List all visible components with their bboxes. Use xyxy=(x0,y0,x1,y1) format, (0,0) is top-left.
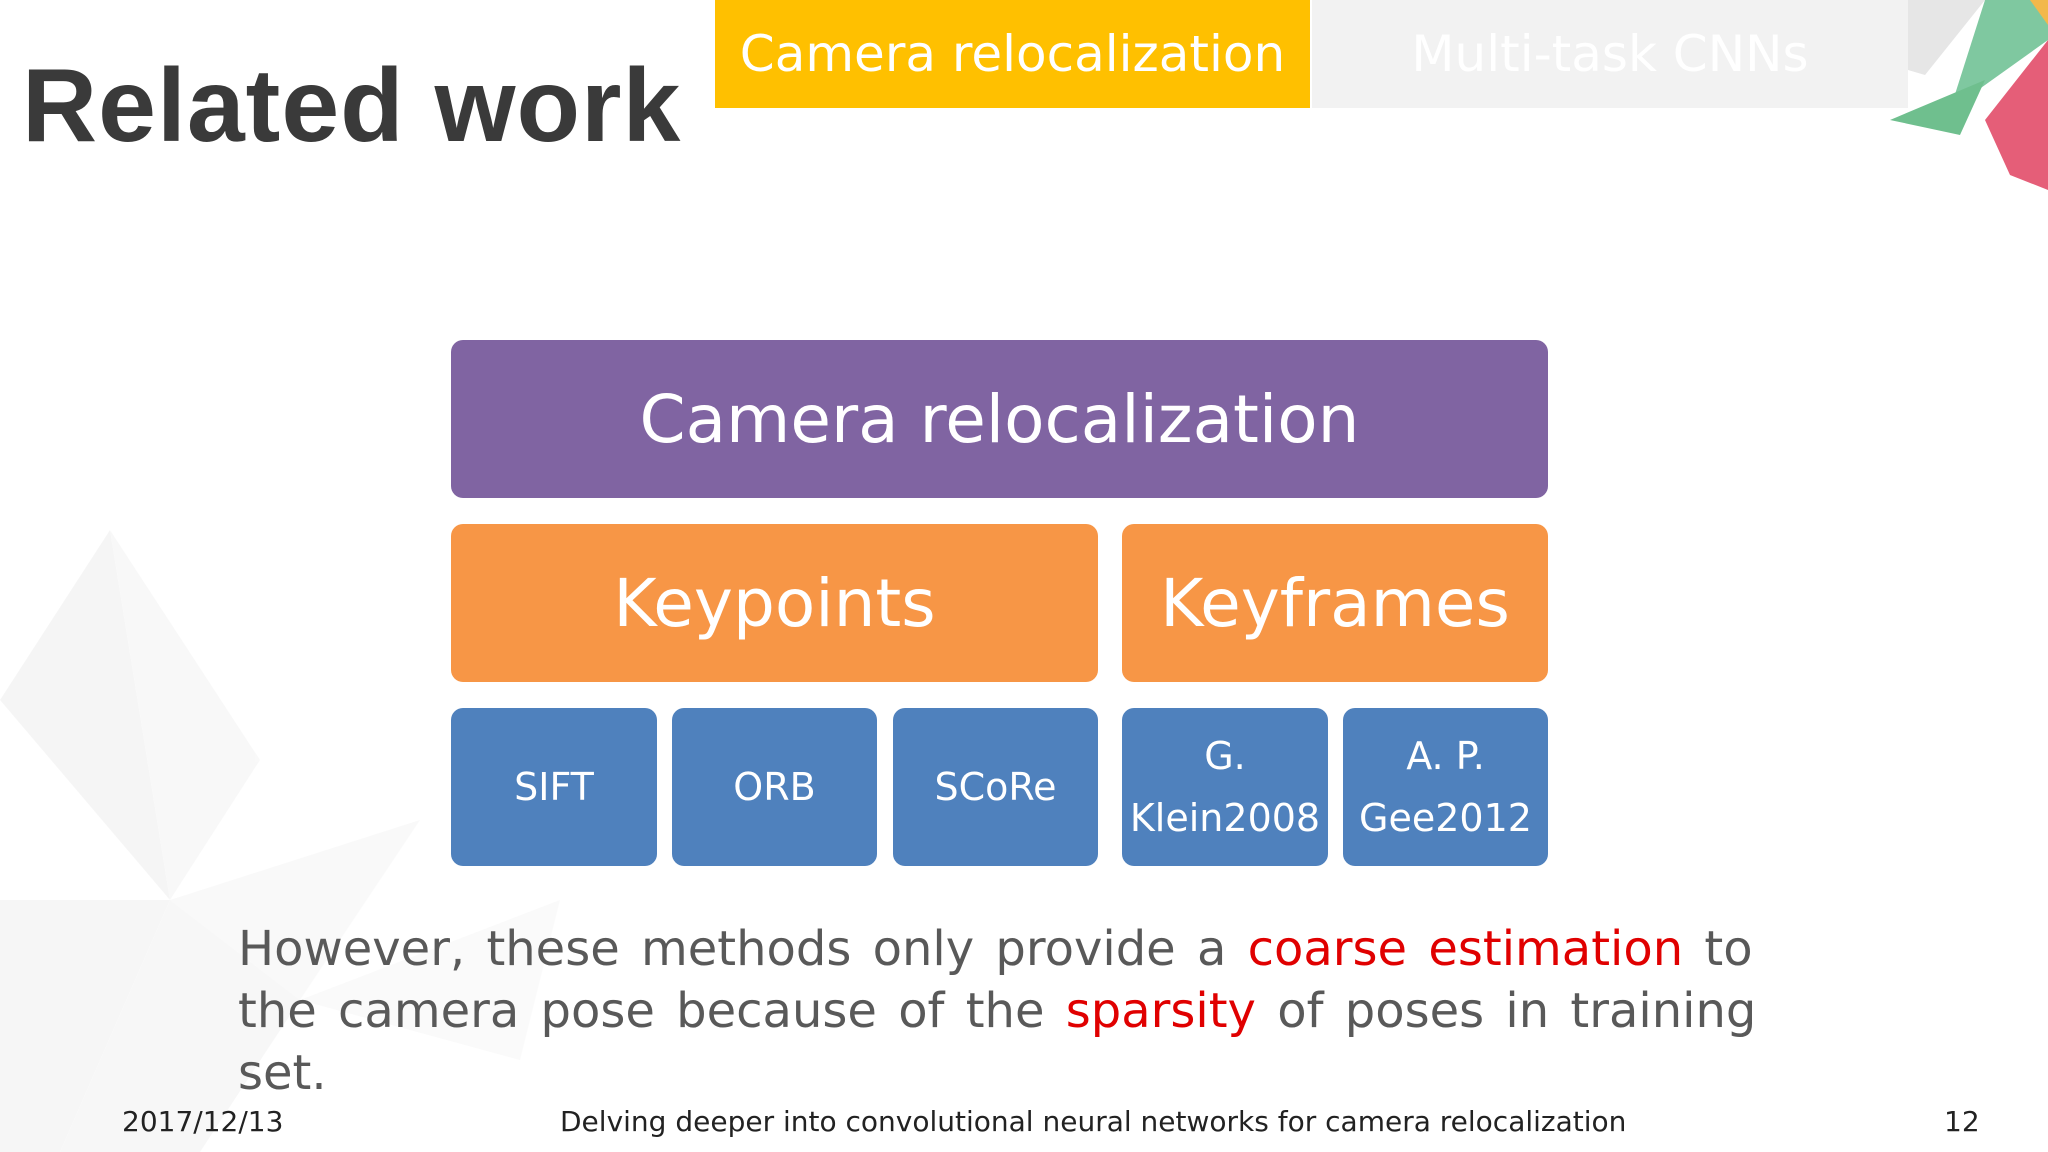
diagram-root-box: Camera relocalization xyxy=(451,340,1548,498)
method-label: ORB xyxy=(733,765,816,809)
method-box-klein2008: G. Klein2008 xyxy=(1122,708,1328,866)
method-label-line1: G. xyxy=(1204,734,1246,778)
footer-date: 2017/12/13 xyxy=(122,1105,284,1138)
footer-paper-title: Delving deeper into convolutional neural… xyxy=(560,1105,1627,1138)
method-label: SCoRe xyxy=(934,765,1057,809)
caption-highlight-sparsity: sparsity xyxy=(1065,983,1256,1039)
diagram-category-keyframes: Keyframes xyxy=(1122,524,1548,682)
method-label-line2: Klein2008 xyxy=(1129,796,1321,840)
method-label: SIFT xyxy=(514,765,594,809)
tab-multi-task-cnns[interactable]: Multi-task CNNs xyxy=(1312,0,1908,108)
caption-text-3: of poses in training set. xyxy=(238,983,1757,1101)
diagram-category-keypoints: Keypoints xyxy=(451,524,1098,682)
watermark-star-shape xyxy=(0,530,560,1152)
method-box-sift: SIFT xyxy=(451,708,657,866)
tab-camera-relocalization[interactable]: Camera relocalization xyxy=(715,0,1310,108)
slide-caption: However, these methods only provide a co… xyxy=(238,918,1798,1104)
category-label-keypoints: Keypoints xyxy=(613,564,936,642)
method-label-line1: A. P. xyxy=(1406,734,1485,778)
method-box-orb: ORB xyxy=(672,708,877,866)
corner-logo-shape xyxy=(1890,0,2048,190)
diagram-root-label: Camera relocalization xyxy=(639,380,1360,458)
category-label-keyframes: Keyframes xyxy=(1160,564,1510,642)
method-box-score: SCoRe xyxy=(893,708,1098,866)
caption-highlight-coarse-estimation: coarse estimation xyxy=(1247,921,1684,977)
slide-title: Related work xyxy=(22,48,682,164)
method-box-gee2012: A. P. Gee2012 xyxy=(1343,708,1548,866)
method-label-line2: Gee2012 xyxy=(1359,796,1532,840)
caption-text-2: to the camera pose because of the xyxy=(238,921,1753,1039)
footer-page-number: 12 xyxy=(1944,1105,1980,1138)
caption-text-1: However, these methods only provide a xyxy=(238,921,1248,977)
